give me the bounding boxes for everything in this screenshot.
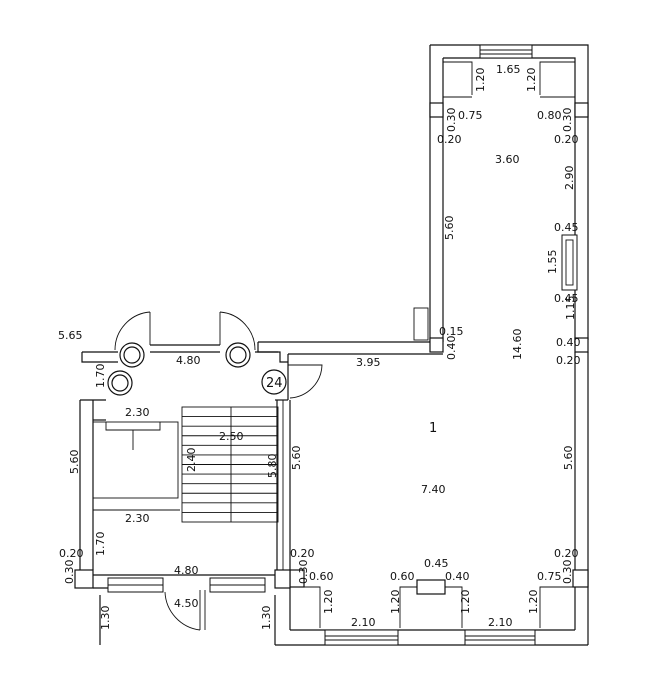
dim-stair-side-h: 5.60 — [68, 450, 81, 475]
dim-corridor: 3.95 — [356, 356, 381, 369]
stair-block-walls — [79, 399, 291, 588]
bottom-piers — [289, 569, 589, 628]
dim-top-gap-left: 0.20 — [437, 133, 462, 146]
column-stair-bottom-left — [74, 569, 94, 589]
dim-stair-bottom-width: 4.80 — [174, 564, 199, 577]
dim-top-w-left: 0.75 — [458, 109, 483, 122]
dim-top-gap-right: 0.20 — [554, 133, 579, 146]
stair-bottom-openings — [99, 577, 276, 645]
dim-mid-a: 0.60 — [390, 570, 415, 583]
dim-right-c: 0.20 — [556, 354, 581, 367]
dimension-labels: 1.65 1.20 1.20 0.75 0.80 0.30 0.30 0.20 … — [58, 63, 581, 630]
dim-hall-width: 7.40 — [421, 483, 446, 496]
column-top-right — [574, 102, 589, 118]
column-bottom-center — [416, 579, 446, 595]
dim-window-a: 0.45 — [554, 221, 579, 234]
dim-pier-1: 1.20 — [322, 590, 335, 615]
dim-top-h-left: 1.20 — [474, 68, 487, 93]
dim-stair-upper-h: 1.70 — [94, 364, 107, 389]
dim-hall-right-h: 5.60 — [562, 446, 575, 471]
column-junction — [429, 337, 444, 353]
dim-br-a: 0.75 — [537, 570, 562, 583]
dim-top-t-right: 0.30 — [561, 108, 574, 133]
dim-bl-gap: 0.20 — [290, 547, 315, 560]
stair-lower-walls — [74, 509, 291, 589]
dim-top-depth-right: 2.90 — [563, 166, 576, 191]
dim-mid-b: 0.45 — [424, 557, 449, 570]
dim-stair-w2: 2.30 — [125, 512, 150, 525]
dim-top-inner-width: 3.60 — [495, 153, 520, 166]
column-right-mid — [574, 337, 589, 353]
elevator-shaft — [92, 421, 179, 499]
right-window — [561, 234, 578, 291]
dim-top-w-right: 0.80 — [537, 109, 562, 122]
dim-bl-t: 0.30 — [297, 560, 310, 585]
dim-flight-width: 2.50 — [219, 430, 244, 443]
room-number: 1 — [429, 421, 437, 436]
corridor-walls — [258, 341, 443, 355]
column-top-left — [429, 102, 444, 118]
column-bottom-right — [572, 569, 589, 588]
dim-pier-3: 1.20 — [459, 590, 472, 615]
stair-top-doors — [114, 311, 323, 399]
dim-br-t: 0.30 — [561, 560, 574, 585]
dim-right-d: 1.15 — [564, 296, 577, 321]
stair-flights — [181, 406, 279, 523]
dim-small-b: 0.40 — [445, 336, 458, 361]
dim-stair-leg-right: 1.30 — [260, 606, 273, 631]
dim-stair-gap-left: 0.20 — [59, 547, 84, 560]
dim-window-len: 1.55 — [546, 250, 559, 275]
column-stair-bottom-right — [274, 569, 291, 589]
junction-niche — [413, 307, 589, 353]
dim-stair-leg-left: 1.30 — [99, 606, 112, 631]
dim-top-h-right: 1.20 — [525, 68, 538, 93]
dim-stair-lower-h: 1.70 — [94, 532, 107, 557]
dim-right-b: 0.40 — [556, 336, 581, 349]
dim-stair-top-width: 5.65 — [58, 329, 83, 342]
dim-pier-2: 1.20 — [389, 590, 402, 615]
dim-br-gap: 0.20 — [554, 547, 579, 560]
dim-total-depth: 14.60 — [511, 329, 524, 361]
dim-mid-c: 0.40 — [445, 570, 470, 583]
dim-window-2: 2.10 — [488, 616, 513, 629]
dim-stair-w1: 2.30 — [125, 406, 150, 419]
dim-pier-4: 1.20 — [527, 590, 540, 615]
dim-top-width: 1.65 — [496, 63, 521, 76]
dim-flight-len: 2.40 — [185, 448, 198, 473]
dim-stair-well: 5.80 — [266, 454, 279, 479]
stair-top-wall — [81, 342, 288, 363]
dim-small-a: 0.15 — [439, 325, 464, 338]
dim-top-depth-left: 5.60 — [443, 216, 456, 241]
dim-stair-t-left: 0.30 — [63, 560, 76, 585]
dim-stair-bottom-inner: 4.50 — [174, 597, 199, 610]
dim-stair-top-inner: 4.80 — [176, 354, 201, 367]
top-piers — [429, 61, 589, 118]
top-window — [479, 44, 533, 59]
building-marker — [261, 369, 287, 395]
round-columns — [107, 342, 251, 396]
dim-window-b: 0.45 — [554, 292, 579, 305]
building-id: 24 — [266, 376, 283, 391]
dim-hall-h: 5.60 — [290, 446, 303, 471]
dim-bl-a: 0.60 — [309, 570, 334, 583]
bottom-windows — [324, 629, 536, 646]
dim-top-t-left: 0.30 — [445, 108, 458, 133]
dim-window-1: 2.10 — [351, 616, 376, 629]
